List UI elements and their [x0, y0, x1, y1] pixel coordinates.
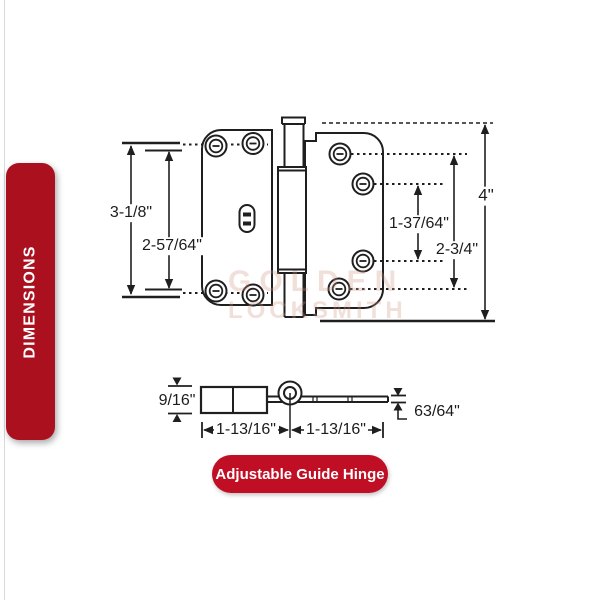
screw [204, 279, 228, 303]
adjustment-slot [238, 204, 256, 233]
left-hinge-plate [201, 129, 273, 306]
product-name-label: Adjustable Guide Hinge [215, 465, 385, 483]
screws [204, 132, 375, 307]
dim-label-overall-height: 4" [476, 185, 496, 206]
screw [327, 277, 351, 301]
side-view [168, 377, 407, 438]
dim-label-right-segment: 1-13/16" [304, 421, 368, 439]
product-name-badge[interactable]: Adjustable Guide Hinge [212, 455, 388, 493]
screw [204, 134, 228, 158]
screw [351, 249, 375, 273]
dim-63-64-lines [391, 388, 407, 420]
screw [241, 132, 265, 155]
dim-label-left-segment: 1-13/16" [214, 421, 278, 439]
dim-label-right-inner-span: 1-37/64" [387, 215, 451, 233]
screw [241, 283, 265, 307]
dimensions-banner: DIMENSIONS [6, 163, 55, 440]
dim-9-16-lines [168, 377, 192, 422]
dim-1-13-16-lines [201, 422, 384, 438]
dim-label-leaf-thickness: 63/64" [412, 403, 462, 421]
dim-label-left-outer-span: 3-1/8" [107, 204, 155, 222]
dimensions-banner-label: DIMENSIONS [21, 244, 39, 359]
dim-label-left-inner-span: 2-57/64" [140, 237, 204, 255]
dim-label-block-height: 9/16" [156, 392, 198, 410]
screw [328, 142, 352, 166]
hinge-barrel [277, 116, 307, 318]
dim-label-right-outer-span: 2-3/4" [433, 241, 481, 259]
screw [351, 172, 375, 196]
page-edge-divider [4, 0, 5, 600]
